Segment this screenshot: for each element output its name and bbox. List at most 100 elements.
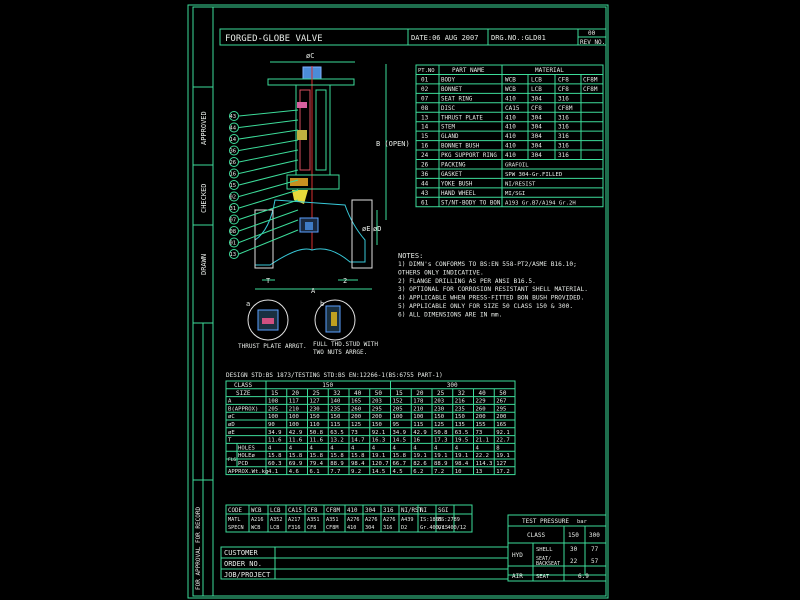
part-name: SEAT RING [441, 96, 473, 102]
dim-value: 120.7 [372, 461, 389, 467]
part-no: 16 [421, 143, 429, 150]
code-spec: A351 [326, 517, 339, 523]
part-material: NI/RESIST [505, 181, 536, 187]
dim-value: 200 [351, 414, 361, 420]
code-spec: Gr.400/15 [420, 525, 448, 531]
dim-value: 82.6 [413, 461, 426, 467]
drawing-title: FORGED-GLOBE VALVE [225, 34, 323, 44]
dim-size: 50 [499, 390, 507, 397]
dim-value: 22.7 [496, 438, 509, 444]
dim-row-label: PCD [238, 461, 249, 467]
part-material: 304 [531, 143, 542, 150]
part-material: 410 [505, 114, 516, 121]
dim-value: 4 [393, 445, 397, 451]
dim-value: 117 [289, 399, 299, 405]
dim-value: 205 [393, 406, 403, 412]
code-spec: BS:2789 [438, 517, 460, 523]
note-line: 5) APPLICABLE ONLY FOR SIZE 50 CLASS 150… [398, 303, 573, 310]
dim-value: 4.1 [268, 469, 278, 475]
code-spec: A351 [307, 517, 320, 523]
dim-size: 25 [437, 390, 445, 397]
callout-07: 07 [230, 218, 237, 224]
part-no: 14 [421, 124, 429, 131]
dim-value: 235 [330, 406, 340, 412]
code-spec: A276 [365, 517, 378, 523]
part-material: 410 [505, 95, 516, 102]
dim-value: 13 [476, 469, 483, 475]
dim-value: 127 [310, 399, 320, 405]
dim-value: 150 [372, 422, 382, 428]
dim-value: 4 [476, 445, 480, 451]
dim-value: 88.9 [330, 461, 343, 467]
code-header: 410 [347, 508, 358, 514]
dim-value: 19.5 [455, 438, 468, 444]
part-name: BODY [441, 77, 455, 83]
dim-e: øE [362, 225, 370, 233]
dim-size: 20 [292, 390, 300, 397]
notes-title: NOTES: [398, 252, 423, 260]
callout-36: 36 [230, 149, 237, 155]
part-material: CF8M [583, 86, 598, 93]
part-material: MI/SGI [505, 191, 525, 197]
code-spec: CF8 [307, 525, 316, 531]
dim-value: 260 [351, 406, 361, 412]
code-header: 316 [383, 508, 394, 514]
flg-label: FLG [228, 457, 236, 463]
pressure-seat-150: 22 [570, 558, 578, 565]
dim-value: 15.8 [351, 453, 365, 459]
dim-value: 63.5 [330, 430, 343, 436]
dim-b: B (OPEN) [376, 140, 410, 148]
note-line: 1) DIMN's CONFORMS TO BS:EN 558-PT2/ASME… [398, 261, 577, 268]
dim-value: 100 [393, 414, 403, 420]
pressure-air: AIR [512, 573, 523, 580]
part-name: HAND WHEEL [441, 191, 476, 197]
dim-value: 79.4 [310, 461, 324, 467]
dim-row-label: HOLEø [238, 453, 255, 459]
code-spec: A276 [347, 517, 360, 523]
part-no: 01 [421, 76, 429, 83]
dim-size: 50 [375, 390, 383, 397]
callout-15: 15 [230, 183, 237, 189]
pressure-shell: SHELL [536, 547, 553, 553]
note-line: 3) OPTIONAL FOR CORROSION RESISTANT SHEL… [398, 286, 588, 293]
part-material: WCB [505, 76, 516, 83]
dim-row-label: øD [228, 422, 235, 428]
dim-value: 152 [393, 399, 403, 405]
part-no: 36 [421, 171, 429, 178]
code-header: 304 [365, 508, 376, 514]
dim-value: 66.7 [393, 461, 406, 467]
dim-value: 73 [351, 430, 358, 436]
dim-value: 235 [455, 406, 465, 412]
pressure-shell-150: 30 [570, 546, 578, 553]
part-material: GRAFOIL [505, 163, 529, 169]
code-spec: A216 [251, 517, 264, 523]
dim-size: 25 [313, 390, 321, 397]
part-material: WCB [505, 86, 516, 93]
dim-value: 114.3 [476, 461, 493, 467]
order-label: ORDER NO. [224, 560, 262, 568]
dim-value: 165 [496, 422, 506, 428]
dim-value: 19.1 [496, 453, 509, 459]
dim-row-label: T [228, 438, 232, 444]
dim-t: T [266, 277, 271, 285]
dim-value: 11.6 [268, 438, 281, 444]
part-name: BONNET [441, 87, 462, 93]
part-no: 44 [421, 180, 429, 187]
part-material: LCB [531, 76, 542, 83]
dim-row-label: APPROX.Wt.kg [228, 469, 268, 475]
dim-value: 8 [496, 445, 500, 451]
pressure-title: TEST PRESSURE [522, 518, 569, 525]
dim-value: 21.1 [476, 438, 489, 444]
dim-value: 4 [351, 445, 355, 451]
note-line: 4) APPLICABLE WHEN PRESS-FITTED BON BUSH… [398, 295, 584, 302]
dim-size: 20 [416, 390, 424, 397]
code-spec: Gr.400/12 [438, 525, 466, 531]
dim-row-label: øE [228, 430, 235, 436]
dim-value: 15.8 [268, 453, 282, 459]
dim-value: 98.4 [455, 461, 469, 467]
part-no: 15 [421, 133, 429, 140]
code-spec: IS:1865 [420, 517, 442, 523]
detail-a-label: a [246, 300, 250, 308]
dim-size-label: SIZE [236, 390, 251, 397]
